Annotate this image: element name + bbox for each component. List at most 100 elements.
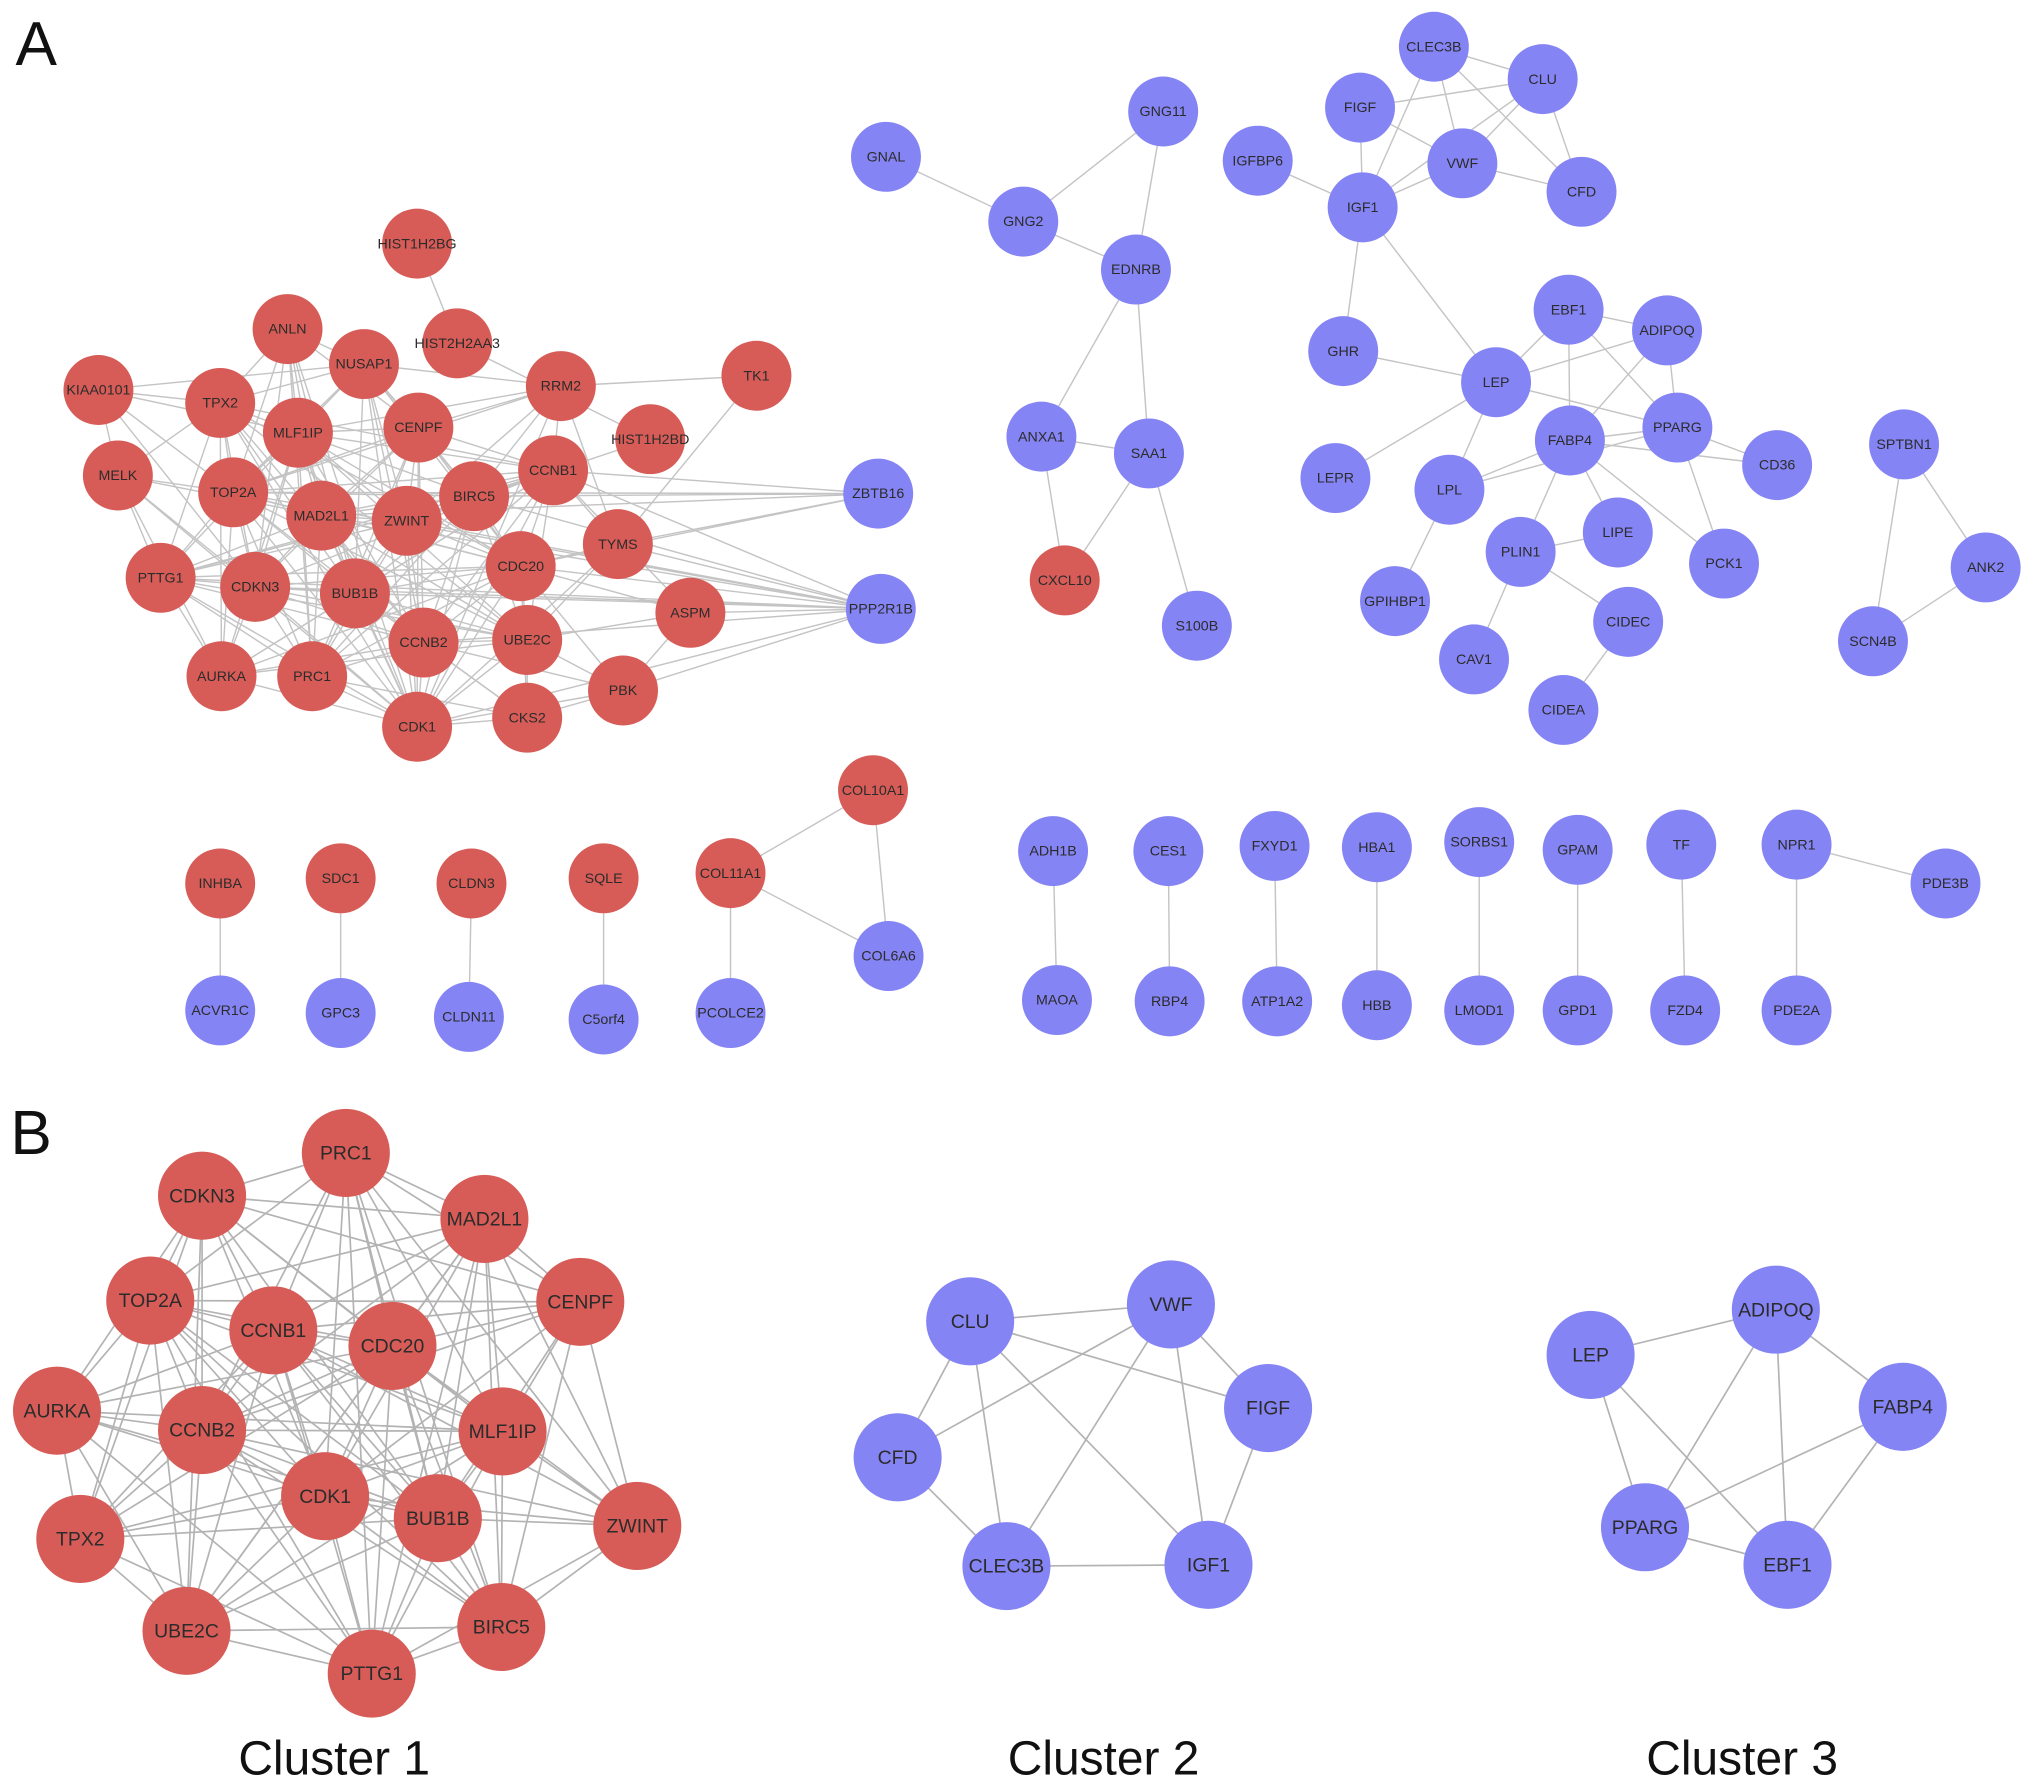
- node-label: PDE2A: [1773, 1003, 1820, 1019]
- node-circle: [1439, 624, 1510, 695]
- cluster-1-edge-ccnb1-ube2c: [185, 1330, 275, 1632]
- node-circle: [1224, 1364, 1313, 1453]
- node-circle: [1461, 347, 1532, 418]
- node-label: NUSAP1: [335, 357, 392, 373]
- node-circle: [1743, 1520, 1832, 1609]
- node-label: LEP: [1572, 1345, 1609, 1367]
- node-label: C5orf4: [582, 1012, 625, 1028]
- node-label: CLU: [1528, 72, 1556, 88]
- node-circle: [988, 186, 1059, 257]
- panel-a-node-aurka: AURKA: [186, 641, 257, 712]
- cluster-1-node-pttg1: PTTG1: [327, 1629, 416, 1718]
- panel-a-node-inhba: INHBA: [185, 848, 256, 919]
- cluster-2-edge-clu-figf: [969, 1320, 1269, 1409]
- node-label: ZWINT: [384, 513, 429, 529]
- node-label: IGFBP6: [1232, 153, 1283, 169]
- node-circle: [36, 1494, 125, 1583]
- cluster-1-edge-ube2c-birc5: [186, 1626, 502, 1632]
- node-circle: [82, 440, 153, 511]
- cluster-1-edge-bub1b-tpx2: [80, 1517, 438, 1540]
- node-label: CLEC3B: [1406, 39, 1461, 55]
- node-label: SCN4B: [1849, 634, 1896, 650]
- node-label: GPIHBP1: [1364, 594, 1426, 610]
- node-label: GPD1: [1558, 1003, 1597, 1019]
- panel-a-node-mad2l1: MAD2L1: [286, 480, 357, 551]
- node-circle: [1444, 975, 1515, 1046]
- node-label: SQLE: [585, 871, 623, 887]
- node-label: CENPF: [547, 1292, 613, 1314]
- panel-a-letter: A: [16, 10, 58, 79]
- node-circle: [588, 655, 659, 726]
- node-circle: [422, 308, 493, 379]
- node-label: BIRC5: [453, 489, 495, 505]
- panel-a-node-clec3b: CLEC3B: [1398, 11, 1469, 82]
- node-circle: [1600, 1483, 1690, 1572]
- node-label: CCNB2: [399, 635, 447, 651]
- cluster-2-node-vwf: VWF: [1126, 1260, 1215, 1349]
- node-label: FXYD1: [1252, 839, 1298, 855]
- node-label: PPARG: [1612, 1517, 1679, 1539]
- cluster-1-edge-cdkn3-mad2l1: [201, 1194, 485, 1220]
- node-label: PPARG: [1653, 420, 1702, 436]
- panel-a-node-cfd: CFD: [1546, 156, 1617, 227]
- node-circle: [458, 1387, 547, 1476]
- node-label: VWF: [1149, 1294, 1192, 1316]
- node-label: LIPE: [1602, 525, 1633, 541]
- node-circle: [383, 392, 454, 463]
- node-circle: [853, 1413, 942, 1502]
- cluster-1-edge-prc1-mlf1ip: [345, 1152, 504, 1432]
- panel-a-node-ppp2r1b: PPP2R1B: [845, 573, 916, 644]
- panel-a-node-anxa1: ANXA1: [1006, 401, 1077, 472]
- node-circle: [1100, 234, 1171, 305]
- node-circle: [845, 573, 916, 644]
- panel-a-edge-zwint-pttg1: [160, 520, 407, 579]
- node-label: GPC3: [321, 1006, 360, 1022]
- node-label: AURKA: [24, 1400, 91, 1422]
- panel-a-node-ank2: ANK2: [1950, 532, 2021, 603]
- node-circle: [1133, 816, 1204, 887]
- node-circle: [1021, 965, 1092, 1036]
- node-label: PCK1: [1705, 556, 1742, 572]
- panel-a-edge-nusap1-bub1b: [354, 364, 365, 594]
- node-label: HBB: [1362, 998, 1391, 1014]
- node-circle: [568, 843, 639, 914]
- cluster-1-node-ube2c: UBE2C: [142, 1586, 231, 1675]
- cluster-2-node-clu: CLU: [926, 1277, 1015, 1366]
- panel-a-node-tyms: TYMS: [582, 509, 653, 580]
- panel-a-node-cdk1: CDK1: [382, 691, 453, 762]
- node-circle: [327, 1629, 416, 1718]
- cluster-1-node-mad2l1: MAD2L1: [440, 1174, 529, 1264]
- node-circle: [301, 1108, 390, 1197]
- panel-a-edge-ccnb2-mlf1ip: [297, 432, 425, 643]
- node-circle: [1546, 1310, 1635, 1400]
- node-circle: [281, 1452, 370, 1541]
- panel-a-node-hist1h2bd: HIST1H2BD: [611, 404, 689, 475]
- node-circle: [186, 641, 257, 712]
- panel-a-node-hbb: HBB: [1341, 970, 1412, 1041]
- panel-a-node-mlf1ip: MLF1IP: [262, 397, 333, 468]
- cluster-1-edge-prc1-birc5: [345, 1152, 503, 1628]
- node-circle: [1582, 497, 1653, 568]
- cluster-1-node-birc5: BIRC5: [457, 1582, 546, 1672]
- node-circle: [158, 1151, 247, 1240]
- panel-a-edge-ppp2r1b-tyms: [617, 543, 881, 610]
- node-circle: [962, 1522, 1051, 1611]
- node-circle: [568, 984, 639, 1055]
- node-label: ANXA1: [1018, 429, 1065, 445]
- node-label: CES1: [1150, 844, 1187, 860]
- panel-a-edge-zbtb16-tyms: [617, 492, 879, 545]
- panel-a-node-gnal: GNAL: [850, 121, 921, 192]
- panel-b-letter: B: [10, 1099, 51, 1168]
- cluster-1-edge-top2a-mlf1ip: [149, 1299, 503, 1433]
- node-circle: [1528, 674, 1599, 745]
- node-label: SORBS1: [1450, 835, 1508, 851]
- panel-a-node-maoa: MAOA: [1021, 965, 1092, 1036]
- node-circle: [393, 1474, 482, 1563]
- node-label: CCNB1: [529, 463, 577, 479]
- node-circle: [286, 480, 357, 551]
- node-circle: [1646, 809, 1717, 880]
- node-label: PDE3B: [1922, 876, 1969, 892]
- node-label: LMOD1: [1455, 1003, 1504, 1019]
- node-circle: [185, 367, 256, 438]
- node-label: CKS2: [509, 710, 546, 726]
